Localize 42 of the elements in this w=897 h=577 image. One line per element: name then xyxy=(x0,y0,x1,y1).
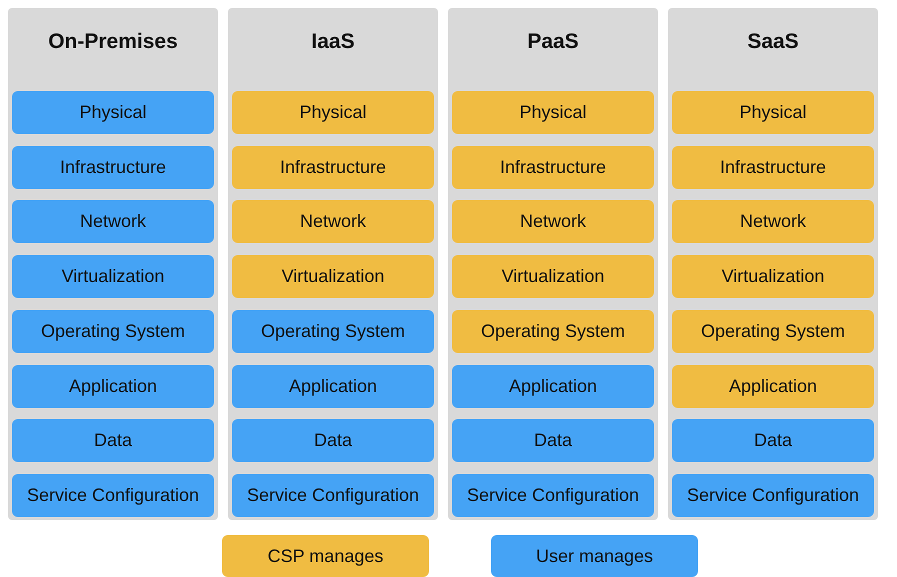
layer-box: Network xyxy=(452,200,654,244)
layer-box: Service Configuration xyxy=(672,474,874,517)
layer-box: Network xyxy=(672,200,874,244)
layer-box: Operating System xyxy=(452,310,654,353)
layer-box: Data xyxy=(452,419,654,462)
layer-box: Data xyxy=(672,419,874,462)
layer-box: Network xyxy=(12,200,214,244)
layer-box: Virtualization xyxy=(232,255,434,298)
layer-box: Infrastructure xyxy=(232,146,434,189)
layer-box: Service Configuration xyxy=(232,474,434,517)
layer-box: Infrastructure xyxy=(452,146,654,189)
layer-box: Service Configuration xyxy=(452,474,654,517)
layer-box: Data xyxy=(12,419,214,462)
column-panel xyxy=(8,8,218,520)
layer-box: Application xyxy=(12,364,214,408)
layer-box: Virtualization xyxy=(672,255,874,298)
layer-box: Data xyxy=(232,419,434,462)
layer-box: Service Configuration xyxy=(12,474,214,517)
layer-box: Infrastructure xyxy=(12,146,214,189)
layer-box: Physical xyxy=(452,91,654,134)
layer-box: Operating System xyxy=(12,310,214,353)
layer-box: Infrastructure xyxy=(672,146,874,189)
column-title: IaaS xyxy=(310,30,356,54)
layer-box: Physical xyxy=(232,91,434,134)
legend-label: CSP manages xyxy=(268,546,384,566)
layer-box: Application xyxy=(672,364,874,408)
column-panel xyxy=(228,8,438,520)
column-title: SaaS xyxy=(746,30,800,54)
column-panel xyxy=(668,8,878,520)
layer-box: Application xyxy=(452,364,654,408)
layer-box: Physical xyxy=(672,91,874,134)
layer-box: Physical xyxy=(12,91,214,134)
legend-label: User manages xyxy=(536,546,654,566)
layer-box: Virtualization xyxy=(12,255,214,298)
column-title: On-Premises xyxy=(47,30,179,54)
column-title: PaaS xyxy=(526,30,580,54)
layer-box: Application xyxy=(232,364,434,408)
column-panel xyxy=(448,8,658,520)
layer-box: Operating System xyxy=(232,310,434,353)
layer-box: Network xyxy=(232,200,434,244)
layer-box: Operating System xyxy=(672,310,874,353)
layer-box: Virtualization xyxy=(452,255,654,298)
